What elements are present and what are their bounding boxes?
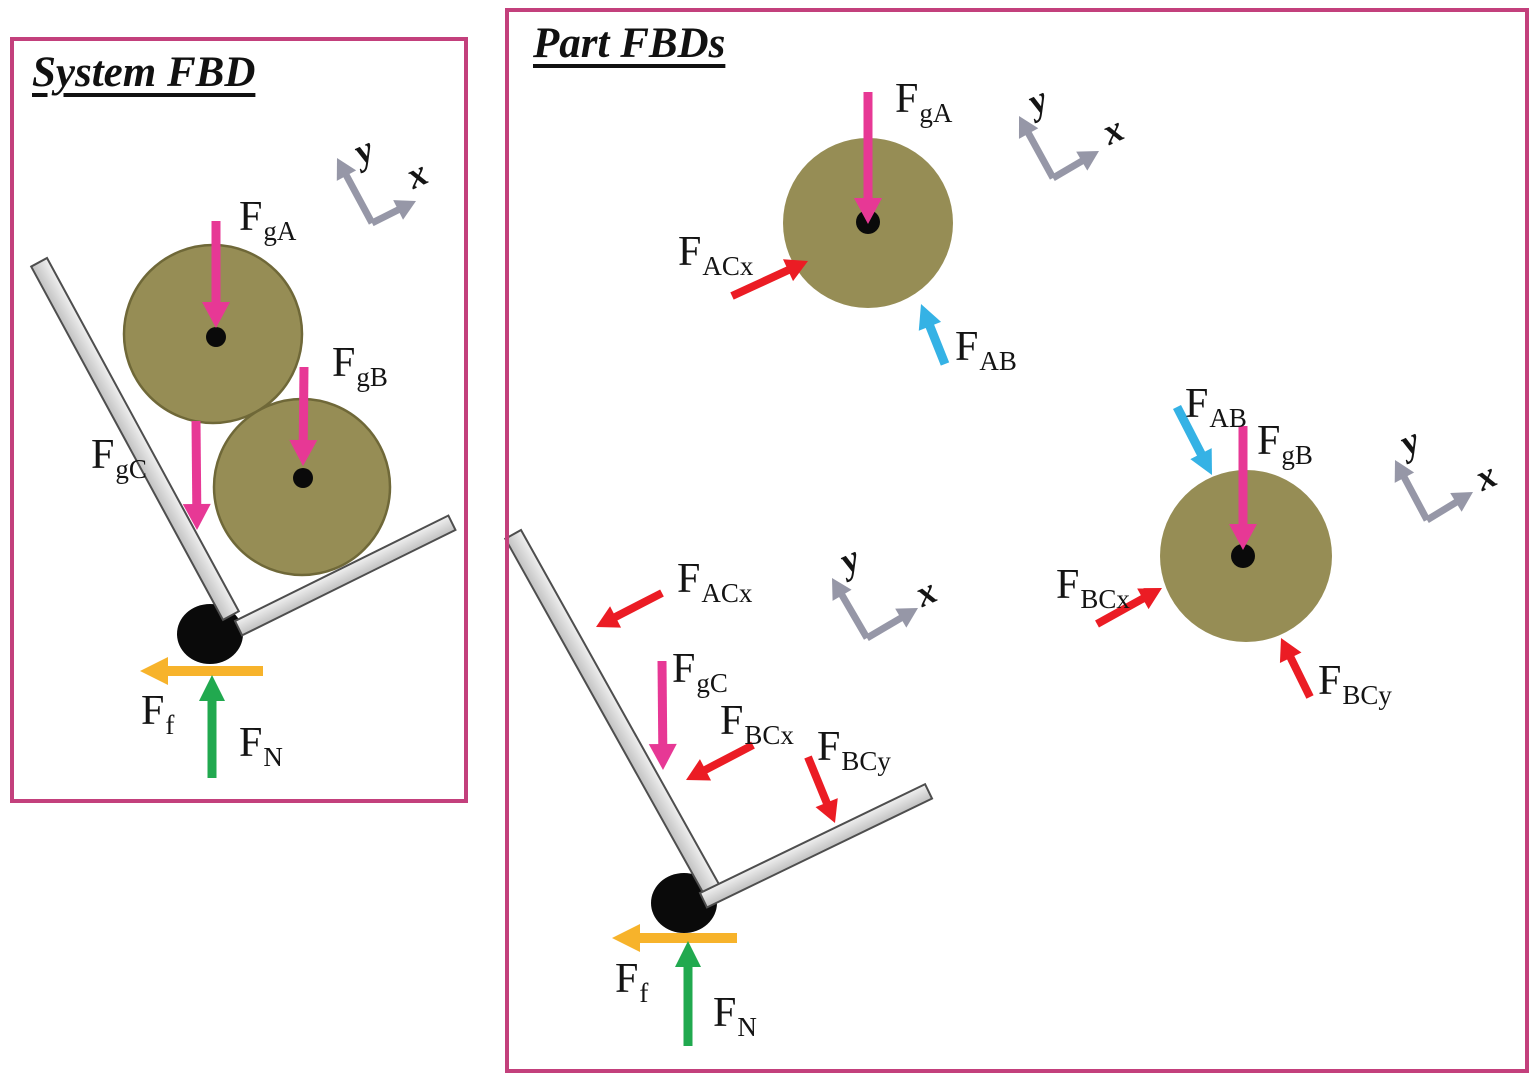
force-subscript: ACx <box>701 578 753 608</box>
system-left-bar <box>29 256 241 622</box>
partC-axes-y-arrow <box>832 578 871 640</box>
system-right-bar <box>233 514 457 637</box>
partC-right-bar <box>698 782 934 909</box>
system-FN-arrow <box>199 675 225 778</box>
system-FgB-label: FgB <box>332 342 388 391</box>
system-FgC-arrow <box>182 420 211 530</box>
partC-FgC-label: FgC <box>672 648 728 697</box>
partB-axes-y-arrow <box>1394 460 1431 522</box>
partC-FACx-label: FACx <box>677 558 752 607</box>
force-symbol: F <box>1257 418 1281 464</box>
force-subscript: gA <box>919 98 953 128</box>
force-symbol: F <box>678 229 702 275</box>
force-symbol: F <box>1056 562 1080 608</box>
system-FgA-label: FgA <box>239 196 296 245</box>
force-subscript: BCy <box>1342 680 1392 710</box>
force-subscript: BCx <box>744 720 794 750</box>
force-subscript: BCx <box>1080 584 1130 614</box>
force-symbol: F <box>713 990 737 1036</box>
system-ball-B-center <box>293 468 313 488</box>
force-subscript: gA <box>263 216 297 246</box>
force-subscript: gB <box>1281 440 1313 470</box>
partB-axes-x-arrow <box>1425 492 1473 523</box>
force-symbol: F <box>332 340 356 386</box>
force-symbol: F <box>1185 381 1209 427</box>
force-subscript: BCy <box>841 746 891 776</box>
partC-FBCy-arrow <box>804 755 838 823</box>
partC-FgC-arrow <box>648 660 677 770</box>
partA-FgA-label: FgA <box>895 78 952 127</box>
partB-FAB-label: FAB <box>1185 383 1247 432</box>
system-fbd-panel: System FBD <box>10 37 468 803</box>
system-axes-y-arrow <box>336 158 376 225</box>
partB-FgB-arrow <box>1229 426 1257 550</box>
force-symbol: F <box>141 688 165 734</box>
force-symbol: F <box>672 646 696 692</box>
partC-Ff-arrow <box>612 924 737 952</box>
force-subscript: gB <box>356 362 388 392</box>
partB-FBCx-label: FBCx <box>1056 564 1130 613</box>
force-symbol: F <box>895 76 919 122</box>
system-Ff-arrow <box>140 657 263 685</box>
partA-FAB-label: FAB <box>955 326 1017 375</box>
partB-FBCy-arrow <box>1279 638 1314 699</box>
partC-FBCx-arrow <box>686 741 755 781</box>
system-FgA-arrow <box>202 221 230 328</box>
partA-axes-y-arrow <box>1018 116 1057 180</box>
force-symbol: F <box>720 698 744 744</box>
part-fbds-panel: Part FBDs <box>505 8 1529 1073</box>
partC-FBCx-label: FBCx <box>720 700 794 749</box>
system-FN-label: FN <box>239 722 283 771</box>
part-ball-B-center <box>1231 544 1255 568</box>
partC-Ff-label: Ff <box>615 958 648 1007</box>
force-symbol: F <box>615 956 639 1002</box>
force-subscript: f <box>639 978 649 1008</box>
force-subscript: f <box>165 710 175 740</box>
force-symbol: F <box>677 556 701 602</box>
force-symbol: F <box>91 432 115 478</box>
partC-FACx-arrow <box>596 589 664 628</box>
force-symbol: F <box>1318 658 1342 704</box>
force-subscript: AB <box>979 346 1017 376</box>
partB-FBCy-label: FBCy <box>1318 660 1392 709</box>
partA-FACx-arrow <box>730 259 808 300</box>
partC-FBCy-label: FBCy <box>817 726 891 775</box>
partB-FAB-arrow <box>1172 404 1212 475</box>
system-FgB-arrow <box>289 366 318 466</box>
force-symbol: F <box>817 724 841 770</box>
partB-FgB-label: FgB <box>1257 420 1313 469</box>
partB-FBCx-arrow <box>1095 588 1162 628</box>
force-subscript: AB <box>1209 403 1247 433</box>
force-subscript: N <box>737 1012 757 1042</box>
force-symbol: F <box>955 324 979 370</box>
force-subscript: N <box>263 742 283 772</box>
force-subscript: gC <box>696 668 728 698</box>
system-ball-A-center <box>206 327 226 347</box>
force-symbol: F <box>239 194 263 240</box>
partC-FN-label: FN <box>713 992 757 1041</box>
partC-axes-x-arrow <box>865 608 918 642</box>
force-subscript: gC <box>115 454 147 484</box>
partC-FN-arrow <box>675 941 701 1046</box>
system-FgC-label: FgC <box>91 434 147 483</box>
system-Ff-label: Ff <box>141 690 174 739</box>
partA-FgA-arrow <box>854 92 882 224</box>
force-subscript: ACx <box>702 251 754 281</box>
part-fbds-title: Part FBDs <box>533 20 726 67</box>
partA-FAB-arrow <box>918 304 950 366</box>
force-symbol: F <box>239 720 263 766</box>
partA-axes-x-arrow <box>1051 151 1099 182</box>
partA-FACx-label: FACx <box>678 231 753 280</box>
system-fbd-title: System FBD <box>32 49 256 96</box>
system-axes-x-arrow <box>370 200 416 227</box>
